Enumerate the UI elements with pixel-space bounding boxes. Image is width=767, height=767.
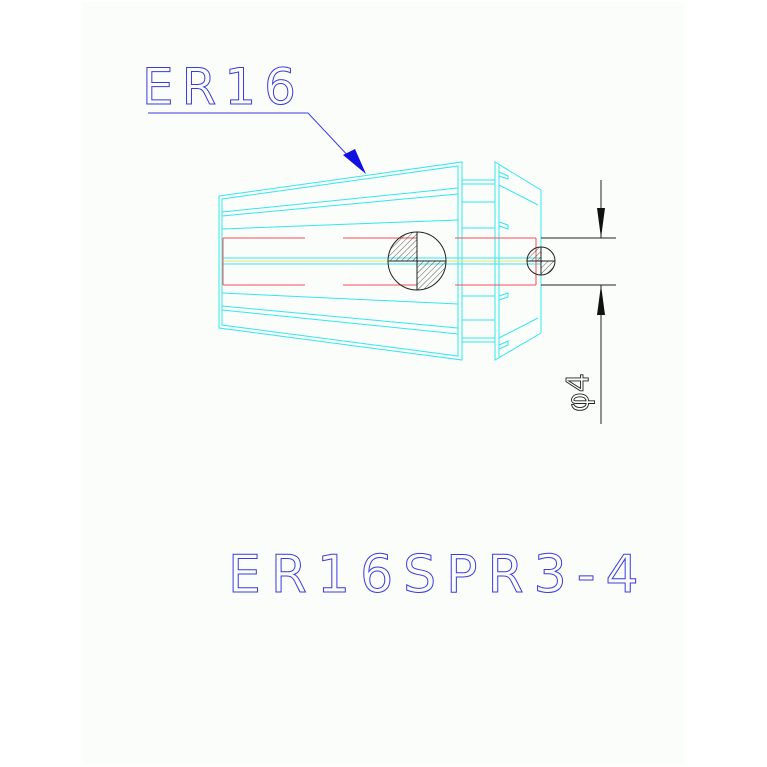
collet-body (218, 161, 542, 361)
leader-line (148, 112, 366, 174)
center-of-mass-symbol-small (526, 246, 556, 276)
collet-label: ER16 (142, 58, 304, 116)
leader-arrow-icon (343, 149, 366, 174)
dimension-arrow-up-icon (597, 285, 605, 315)
part-number: ER16SPR3-4 (228, 545, 649, 605)
dimension-arrow-down-icon (597, 208, 605, 238)
drawing-sheet-main (82, 2, 685, 765)
diameter-dimension-text: φ4 (561, 373, 596, 412)
center-of-mass-symbol-large (387, 231, 447, 291)
diameter-dimension: φ4 (541, 180, 616, 424)
